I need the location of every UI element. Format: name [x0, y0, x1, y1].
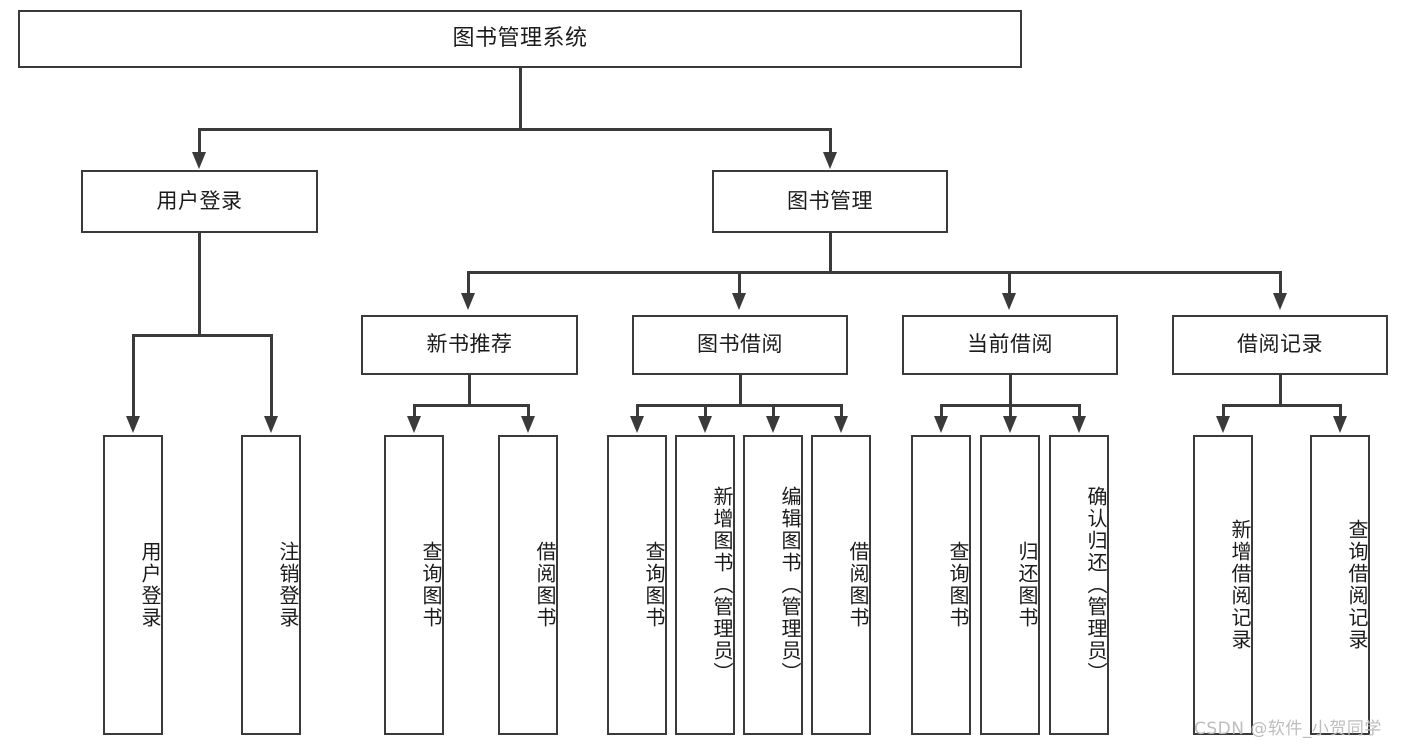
connector-bb-child-1 — [636, 404, 639, 420]
arrowhead-to-leaf-return-book — [1003, 416, 1017, 433]
arrowhead-to-leaf-add-record — [1216, 416, 1230, 433]
connector-to-new-book-recommend — [467, 271, 470, 295]
connector-br-child-1 — [1222, 404, 1225, 420]
connector-user-login-trunk — [198, 233, 201, 335]
arrowhead-to-leaf-borrow-book-1 — [521, 416, 535, 433]
arrowhead-to-leaf-query-book-1 — [407, 416, 421, 433]
node-leaf-user-login[interactable]: 用户登录 — [103, 435, 163, 735]
connector-root-to-book-manage — [829, 128, 832, 154]
node-leaf-add-book[interactable]: 新增图书（管理员） — [675, 435, 735, 735]
leaf-label: 归还图书 — [1015, 541, 1039, 629]
connector-user-login-to-leaf-1 — [132, 334, 135, 418]
arrowhead-to-leaf-confirm-return — [1072, 416, 1086, 433]
connector-borrow-record-trunk — [1279, 375, 1282, 405]
leaf-label: 查询图书 — [946, 541, 970, 629]
connector-current-borrow-trunk — [1009, 375, 1012, 405]
connector-nbr-child-1 — [413, 404, 416, 420]
connector-new-book-recommend-trunk — [468, 375, 471, 405]
arrowhead-to-current-borrow — [1002, 293, 1016, 310]
connector-root-bus — [198, 128, 831, 131]
connector-to-borrow-record — [1279, 271, 1282, 295]
connector-cb-child-3 — [1078, 404, 1081, 420]
node-book-manage[interactable]: 图书管理 — [712, 170, 948, 233]
node-leaf-edit-book[interactable]: 编辑图书（管理员） — [743, 435, 803, 735]
node-leaf-query-book-3[interactable]: 查询图书 — [911, 435, 971, 735]
node-leaf-query-book-2[interactable]: 查询图书 — [607, 435, 667, 735]
arrowhead-to-user-login — [192, 152, 206, 169]
leaf-label: 编辑图书（管理员） — [778, 486, 802, 684]
arrowhead-to-leaf-user-logout — [264, 416, 278, 433]
leaf-label: 确认归还（管理员） — [1084, 486, 1108, 684]
leaf-label: 查询借阅记录 — [1345, 519, 1369, 651]
node-user-login[interactable]: 用户登录 — [81, 170, 318, 233]
connector-bb-child-2 — [704, 404, 707, 420]
node-current-borrow[interactable]: 当前借阅 — [902, 315, 1118, 375]
leaf-label: 注销登录 — [276, 541, 300, 629]
connector-new-book-recommend-bus — [413, 404, 529, 407]
connector-user-login-to-leaf-2 — [270, 334, 273, 418]
leaf-label: 新增借阅记录 — [1228, 519, 1252, 651]
arrowhead-to-new-book-recommend — [461, 293, 475, 310]
node-leaf-confirm-return[interactable]: 确认归还（管理员） — [1049, 435, 1109, 735]
arrowhead-to-borrow-record — [1273, 293, 1287, 310]
leaf-label: 查询图书 — [419, 541, 443, 629]
connector-book-borrow-bus — [636, 404, 842, 407]
connector-to-book-borrow — [738, 271, 741, 295]
node-leaf-add-record[interactable]: 新增借阅记录 — [1193, 435, 1253, 735]
connector-user-login-bus — [132, 334, 272, 337]
node-leaf-query-book-1[interactable]: 查询图书 — [384, 435, 444, 735]
node-leaf-return-book[interactable]: 归还图书 — [980, 435, 1040, 735]
node-root-system[interactable]: 图书管理系统 — [18, 10, 1022, 68]
arrowhead-to-leaf-query-book-3 — [934, 416, 948, 433]
node-leaf-user-logout[interactable]: 注销登录 — [241, 435, 301, 735]
arrowhead-to-book-borrow — [732, 293, 746, 310]
arrowhead-to-leaf-borrow-book-2 — [834, 416, 848, 433]
connector-cb-child-2 — [1009, 404, 1012, 420]
arrowhead-to-book-manage — [823, 152, 837, 169]
connector-root-trunk — [519, 68, 522, 128]
node-new-book-recommend[interactable]: 新书推荐 — [361, 315, 578, 375]
leaf-label: 借阅图书 — [846, 541, 870, 629]
leaf-label: 查询图书 — [642, 541, 666, 629]
connector-to-current-borrow — [1008, 271, 1011, 295]
arrowhead-to-leaf-query-book-2 — [630, 416, 644, 433]
connector-bb-child-4 — [840, 404, 843, 420]
connector-borrow-record-bus — [1222, 404, 1341, 407]
connector-bb-child-3 — [772, 404, 775, 420]
node-book-borrow[interactable]: 图书借阅 — [632, 315, 848, 375]
leaf-label: 借阅图书 — [533, 541, 557, 629]
arrowhead-to-leaf-user-login — [126, 416, 140, 433]
node-borrow-record[interactable]: 借阅记录 — [1172, 315, 1388, 375]
connector-book-borrow-trunk — [739, 375, 742, 405]
connector-br-child-2 — [1339, 404, 1342, 420]
node-leaf-borrow-book-2[interactable]: 借阅图书 — [811, 435, 871, 735]
connector-book-manage-trunk — [829, 233, 832, 272]
arrowhead-to-leaf-query-record — [1333, 416, 1347, 433]
connector-root-to-user-login — [198, 128, 201, 154]
arrowhead-to-leaf-add-book — [698, 416, 712, 433]
node-leaf-borrow-book-1[interactable]: 借阅图书 — [498, 435, 558, 735]
connector-cb-child-1 — [940, 404, 943, 420]
node-leaf-query-record[interactable]: 查询借阅记录 — [1310, 435, 1370, 735]
connector-book-manage-bus — [467, 271, 1281, 274]
leaf-label: 新增图书（管理员） — [710, 486, 734, 684]
leaf-label: 用户登录 — [138, 541, 162, 629]
arrowhead-to-leaf-edit-book — [766, 416, 780, 433]
connector-nbr-child-2 — [527, 404, 530, 420]
